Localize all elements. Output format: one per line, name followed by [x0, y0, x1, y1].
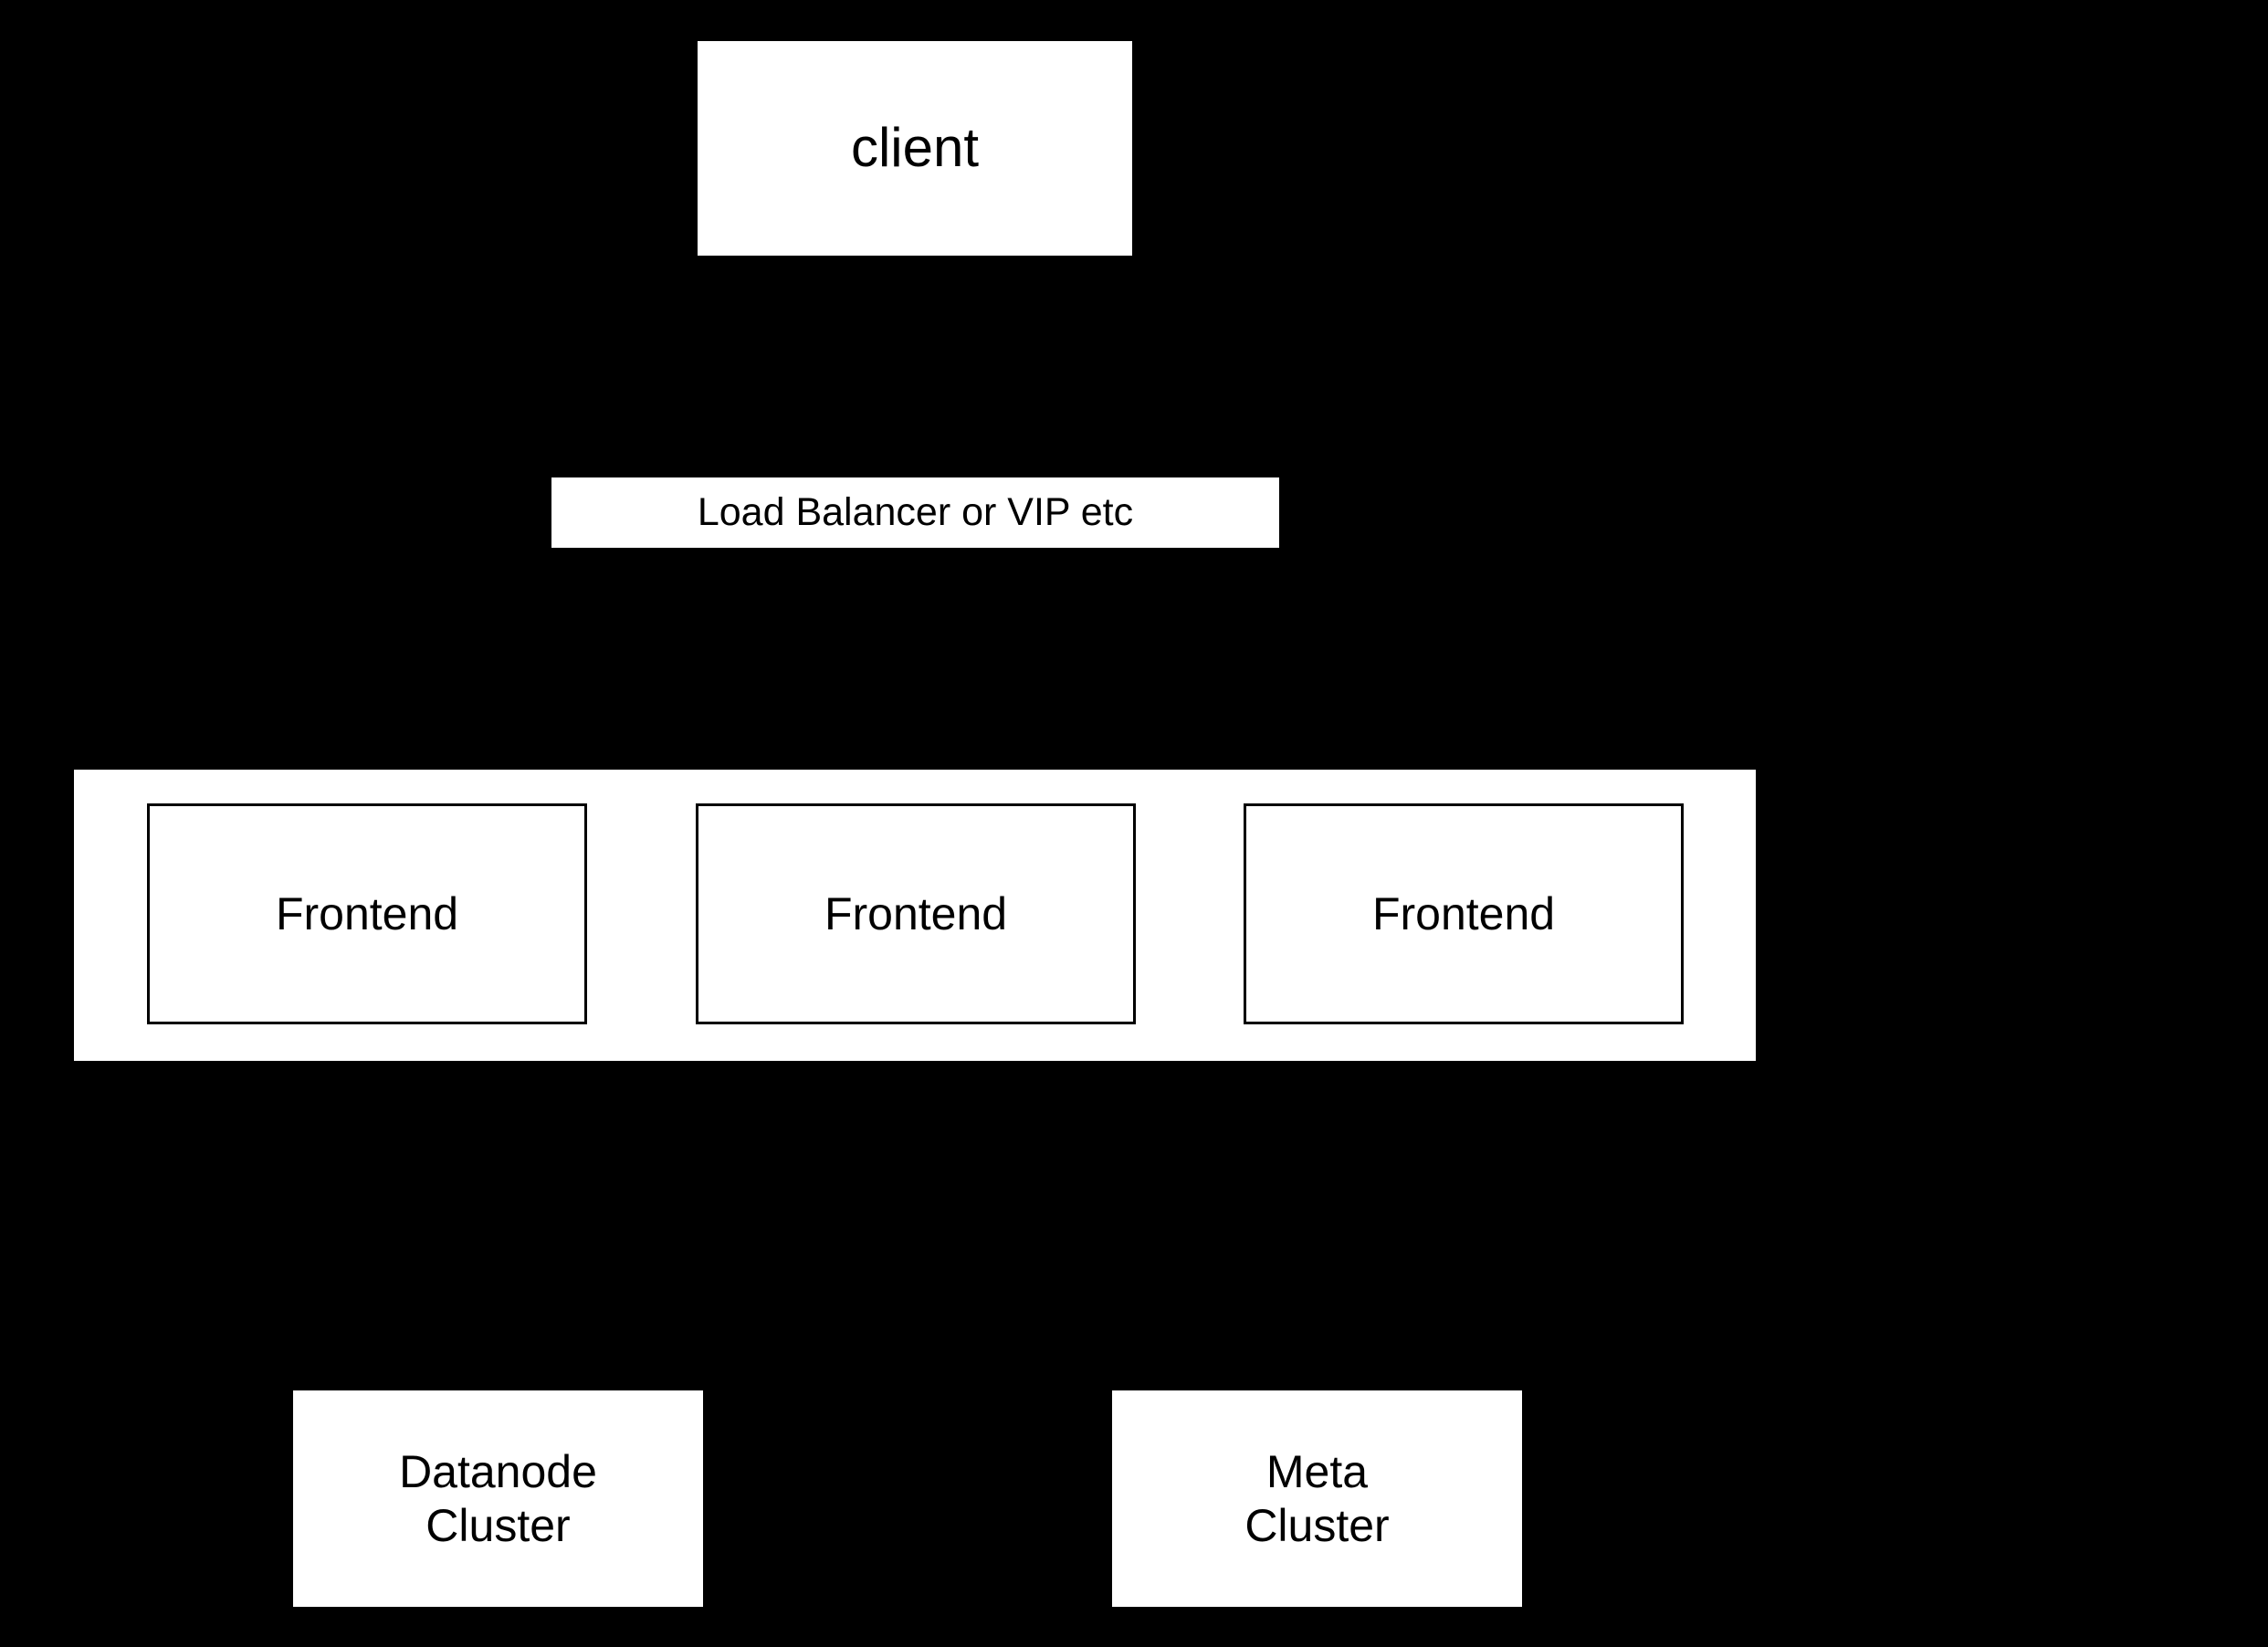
node-load-balancer[interactable]: Load Balancer or VIP etc: [551, 477, 1279, 548]
node-frontend-2-label: Frontend: [824, 887, 1008, 939]
node-datanode-cluster[interactable]: Datanode Cluster: [293, 1390, 703, 1607]
node-frontend-1[interactable]: Frontend: [147, 803, 587, 1024]
node-client-label: client: [850, 117, 980, 179]
node-client[interactable]: client: [698, 41, 1132, 256]
node-load-balancer-label: Load Balancer or VIP etc: [697, 490, 1134, 535]
node-meta-cluster-label: Meta Cluster: [1244, 1445, 1390, 1551]
node-frontend-2[interactable]: Frontend: [696, 803, 1136, 1024]
node-frontend-3-label: Frontend: [1371, 887, 1556, 939]
node-frontend-1-label: Frontend: [275, 887, 459, 939]
node-frontend-3[interactable]: Frontend: [1244, 803, 1684, 1024]
node-datanode-cluster-label: Datanode Cluster: [399, 1445, 597, 1551]
node-meta-cluster[interactable]: Meta Cluster: [1112, 1390, 1522, 1607]
